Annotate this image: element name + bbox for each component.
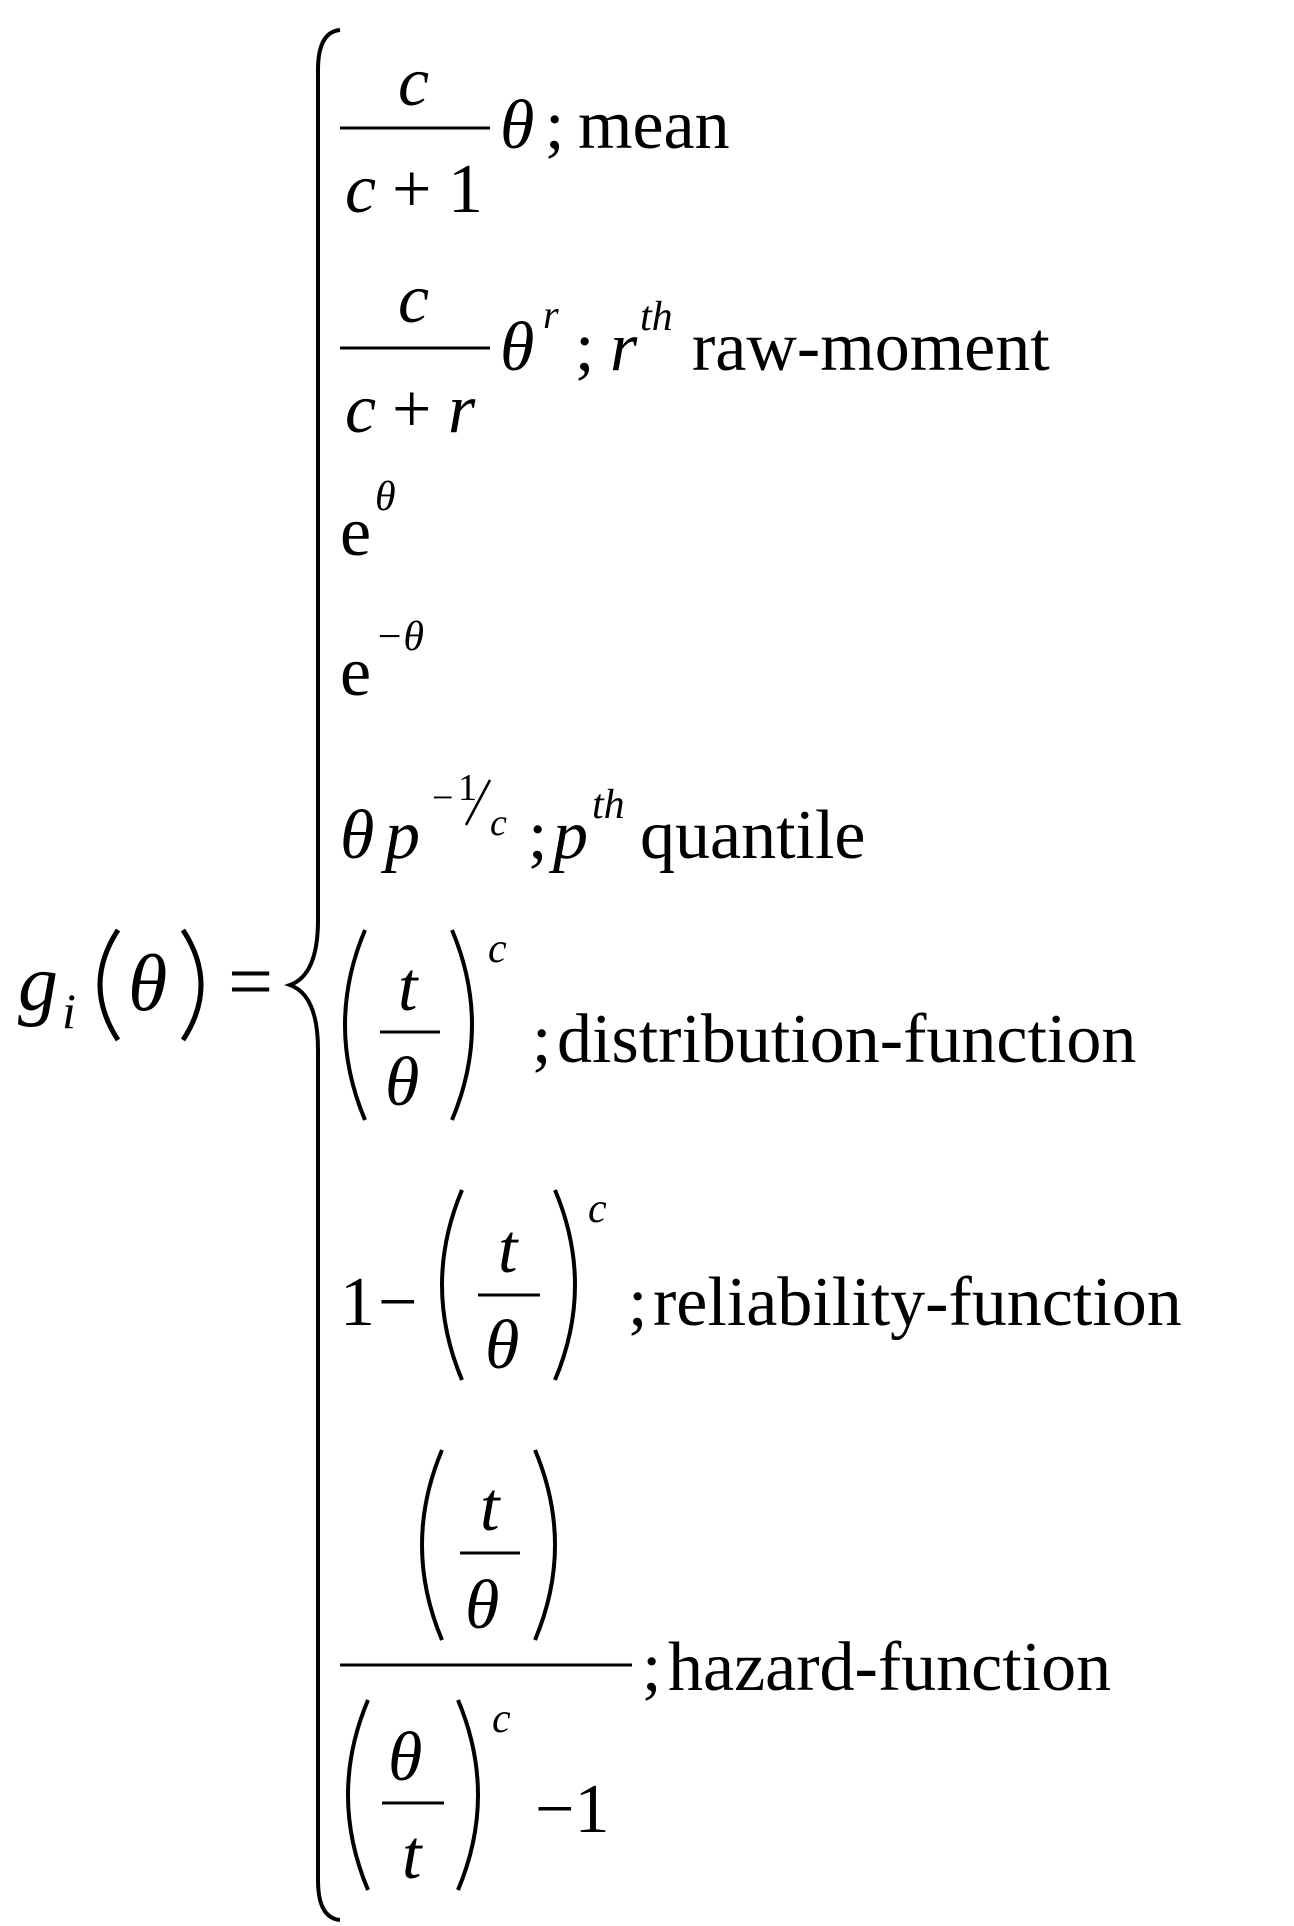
case8-label: hazard-function xyxy=(668,1629,1111,1706)
case2-den-plus: + xyxy=(392,371,431,448)
case-mean: c c + 1 θ ; mean xyxy=(340,44,730,228)
case8-den-t: t xyxy=(402,1817,423,1894)
case1-semicolon: ; xyxy=(545,87,564,164)
case-exp-neg-theta: e −θ xyxy=(340,614,424,711)
case-reliability-function: 1 − t θ c ; reliability-function xyxy=(340,1186,1182,1384)
case5-p-ordinal: p xyxy=(548,797,588,874)
case7-right-paren xyxy=(553,1189,577,1381)
case7-num-t: t xyxy=(498,1211,519,1288)
case2-num-c: c xyxy=(398,261,429,338)
case6-semicolon: ; xyxy=(532,1001,551,1078)
case5-theta: θ xyxy=(340,797,374,874)
lhs-expression: g i θ = xyxy=(18,928,273,1042)
case8-semicolon: ; xyxy=(642,1629,661,1706)
case2-theta: θ xyxy=(500,309,534,386)
case8-num-left-paren xyxy=(420,1449,444,1641)
case4-exponent-neg-theta: −θ xyxy=(375,614,424,660)
case7-left-paren xyxy=(440,1189,464,1381)
case8-num-right-paren xyxy=(533,1449,557,1641)
case5-exp-num-one: 1 xyxy=(458,767,477,809)
case5-semicolon: ; xyxy=(528,797,547,874)
case8-exponent-c: c xyxy=(492,1696,511,1742)
case1-num-c: c xyxy=(398,44,429,121)
cases-brace xyxy=(284,28,341,1922)
case1-den-c: c xyxy=(345,151,376,228)
case-quantile: θ p − 1 c ; p th quantile xyxy=(340,767,865,874)
case5-exp-minus: − xyxy=(432,777,453,819)
case7-one: 1 xyxy=(340,1264,375,1341)
lhs-function-g: g xyxy=(18,940,58,1028)
case8-den-minus-one: −1 xyxy=(535,1771,609,1848)
case-exp-theta: e θ xyxy=(340,474,396,571)
case2-semicolon: ; xyxy=(575,309,594,386)
case6-num-t: t xyxy=(398,949,419,1026)
equals-sign: = xyxy=(228,938,273,1026)
case6-right-paren xyxy=(450,929,474,1121)
case6-exponent-c: c xyxy=(488,926,507,972)
lhs-left-paren xyxy=(97,928,121,1042)
case8-den-theta: θ xyxy=(388,1719,422,1796)
case-distribution-function: t θ c ; distribution-function xyxy=(343,926,1136,1121)
case8-num-t: t xyxy=(480,1469,501,1546)
case7-label: reliability-function xyxy=(653,1264,1182,1341)
case4-e: e xyxy=(340,634,371,711)
case8-den-right-paren xyxy=(456,1699,480,1891)
case-hazard-function: t θ θ t c −1 ; hazard-function xyxy=(340,1449,1111,1894)
case7-semicolon: ; xyxy=(628,1264,647,1341)
case7-den-theta: θ xyxy=(485,1307,519,1384)
case1-label: mean xyxy=(578,87,730,164)
case5-superscript-th: th xyxy=(592,782,625,828)
case6-label: distribution-function xyxy=(557,1001,1136,1078)
case7-exponent-c: c xyxy=(588,1186,607,1232)
case7-minus: − xyxy=(378,1264,417,1341)
lhs-argument-theta: θ xyxy=(128,940,167,1028)
case2-r: r xyxy=(610,309,638,386)
case6-left-paren xyxy=(343,929,367,1121)
lhs-right-paren xyxy=(180,928,204,1042)
case6-den-theta: θ xyxy=(385,1044,419,1121)
case2-den-c: c xyxy=(345,371,376,448)
case8-den-left-paren xyxy=(346,1699,370,1891)
case-raw-moment: c c + r θ r ; r th raw-moment xyxy=(340,261,1050,448)
lhs-subscript-i: i xyxy=(62,983,76,1039)
case2-exponent-r: r xyxy=(543,292,559,337)
case5-exp-slash xyxy=(464,779,492,826)
case1-theta: θ xyxy=(500,87,534,164)
case8-num-theta: θ xyxy=(465,1567,499,1644)
case5-p: p xyxy=(380,797,420,874)
case2-den-r: r xyxy=(448,371,476,448)
case2-label: raw-moment xyxy=(692,309,1050,386)
case3-exponent-theta: θ xyxy=(375,474,396,520)
case5-label: quantile xyxy=(640,797,865,874)
case1-den-plus: + xyxy=(392,151,431,228)
case3-e: e xyxy=(340,494,371,571)
case1-den-one: 1 xyxy=(448,151,483,228)
case5-exp-den-c: c xyxy=(490,802,507,844)
case2-superscript-th: th xyxy=(640,294,673,340)
